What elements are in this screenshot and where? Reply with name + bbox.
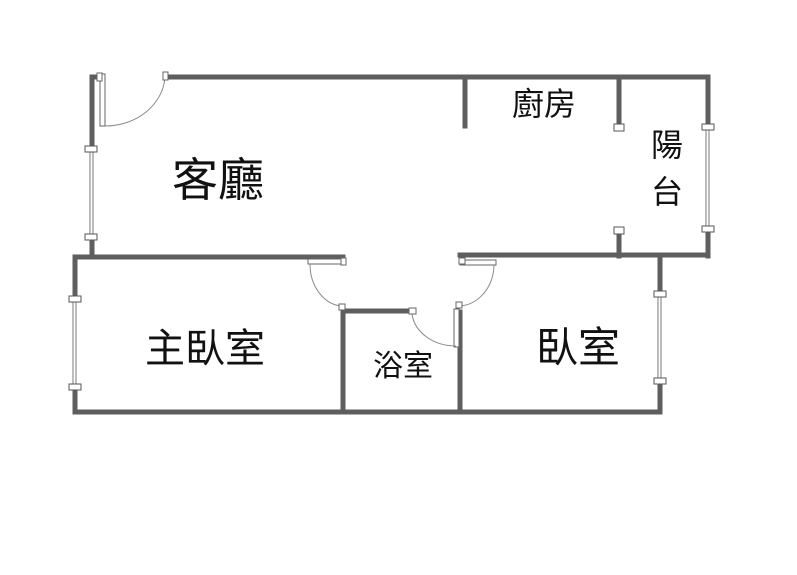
label-bedroom: 臥室 — [536, 323, 620, 372]
window-bedroom-right — [653, 290, 667, 385]
walls — [72, 74, 711, 415]
room-labels: 客廳 廚房 陽 台 主臥室 浴室 臥室 — [145, 85, 683, 384]
label-balcony-line2: 台 — [651, 173, 683, 211]
window-balcony-right — [701, 123, 715, 233]
door-bedroom — [455, 257, 497, 309]
window-living-left — [84, 145, 98, 241]
label-bathroom: 浴室 — [373, 349, 433, 384]
label-master-bedroom: 主臥室 — [145, 326, 265, 372]
door-entry — [96, 71, 169, 127]
door-bathroom — [408, 307, 460, 348]
doors — [96, 71, 497, 348]
windows — [68, 123, 715, 391]
label-kitchen: 廚房 — [512, 85, 576, 123]
door-master-bedroom — [307, 257, 347, 311]
window-master-left — [68, 295, 82, 391]
label-balcony-line1: 陽 — [651, 126, 683, 164]
window-kitchen-balcony — [613, 123, 625, 235]
label-living-room: 客廳 — [172, 153, 264, 207]
